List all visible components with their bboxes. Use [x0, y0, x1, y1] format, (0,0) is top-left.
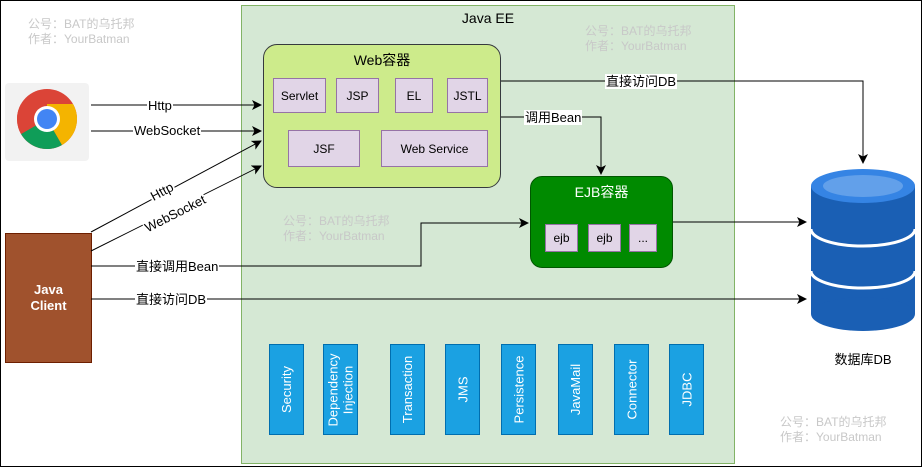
- database-label: 数据库DB: [834, 352, 892, 367]
- ejb-component: ejb: [588, 224, 621, 252]
- ejb-container-title: EJB容器: [574, 184, 629, 200]
- jms-service: JMS: [445, 344, 480, 435]
- watermark: 公号：BAT的乌托邦 作者：YourBatman: [28, 17, 134, 47]
- watermark-line: 作者：YourBatman: [28, 32, 130, 46]
- el-component: EL: [395, 78, 433, 113]
- web-service-component: Web Service: [381, 130, 488, 167]
- chrome-browser-icon: [5, 83, 89, 161]
- watermark-line: 作者：YourBatman: [780, 430, 882, 444]
- watermark-line: 作者：YourBatman: [283, 229, 385, 243]
- java-client-box: Java Client: [5, 233, 92, 363]
- dependency-injection-service: Dependency Injection: [323, 344, 358, 435]
- chrome-logo-icon: [17, 89, 78, 149]
- watermark: 公号：BAT的乌托邦 作者：YourBatman: [780, 415, 886, 445]
- watermark-line: 公号：BAT的乌托邦: [585, 24, 692, 38]
- transaction-service: Transaction: [390, 344, 425, 435]
- watermark-line: 公号：BAT的乌托邦: [780, 415, 887, 429]
- connector-service: Connector: [614, 344, 649, 435]
- browser-websocket-label: WebSocket: [133, 123, 202, 138]
- client-to-ejb-arrow: [91, 218, 529, 267]
- ejb-component: ejb: [545, 224, 578, 252]
- watermark: 公号：BAT的乌托邦 作者：YourBatman: [283, 214, 389, 244]
- database-icon: [809, 169, 917, 331]
- browser-http-label: Http: [147, 98, 173, 113]
- security-service: Security: [269, 344, 304, 435]
- servlet-component: Servlet: [273, 78, 326, 113]
- web-container-title: Web容器: [353, 52, 411, 68]
- watermark-line: 公号：BAT的乌托邦: [28, 17, 135, 31]
- javaee-title: Java EE: [461, 10, 515, 26]
- watermark: 公号：BAT的乌托邦 作者：YourBatman: [585, 24, 691, 54]
- ejb-more-component: ...: [629, 224, 657, 252]
- jsp-component: JSP: [336, 78, 379, 113]
- persistence-service: Persistence: [501, 344, 536, 435]
- web-to-db-label: 直接访问DB: [605, 74, 678, 89]
- client-to-db-label: 直接访问DB: [135, 292, 208, 307]
- javamail-service: JavaMail: [558, 344, 593, 435]
- watermark-line: 公号：BAT的乌托邦: [283, 214, 390, 228]
- client-to-ejb-label: 直接调用Bean: [135, 259, 220, 274]
- web-to-ejb-arrow: [501, 116, 606, 175]
- jdbc-service: JDBC: [669, 344, 704, 435]
- client-http-arrow: [90, 140, 262, 233]
- ejb-container: [530, 176, 673, 268]
- watermark-line: 作者：YourBatman: [585, 39, 687, 53]
- jsf-component: JSF: [288, 130, 360, 167]
- web-to-ejb-label: 调用Bean: [524, 110, 583, 125]
- jstl-component: JSTL: [447, 78, 488, 113]
